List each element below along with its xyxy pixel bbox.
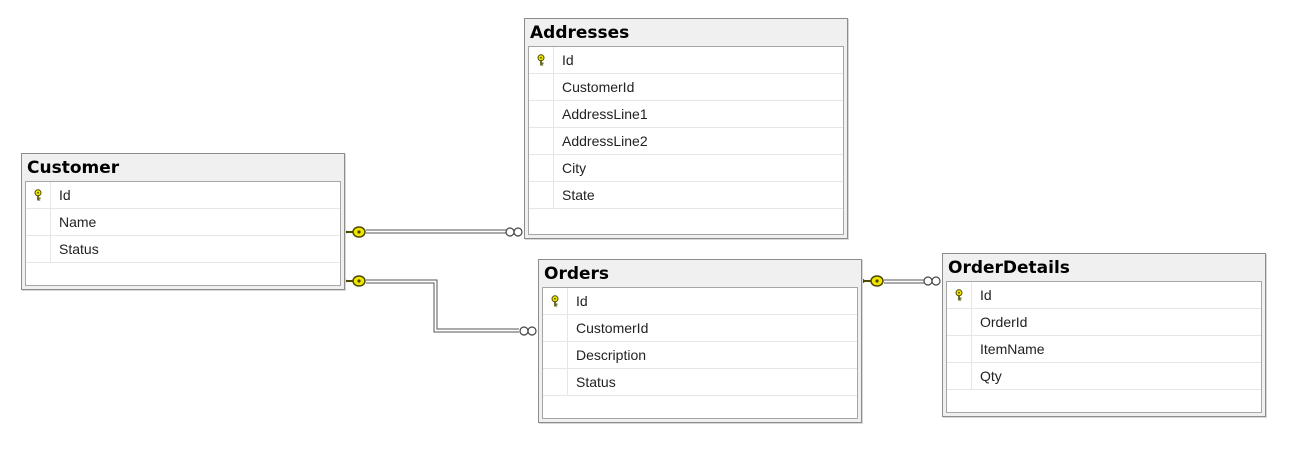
table-title: OrderDetails [948, 258, 1070, 278]
relationship-customer-addresses[interactable] [344, 226, 523, 238]
column-name: Id [980, 287, 992, 303]
infinity-icon [923, 276, 941, 286]
table-orderdetails[interactable]: OrderDetails Id OrderId ItemName [942, 253, 1266, 417]
column-name: City [562, 160, 587, 176]
primary-key-icon [551, 295, 559, 307]
column-row[interactable]: Status [543, 369, 857, 396]
primary-key-icon [955, 289, 963, 301]
column-row[interactable]: CustomerId [529, 74, 843, 101]
column-name: Id [562, 52, 574, 68]
column-row-id[interactable]: Id [529, 47, 843, 74]
column-row[interactable]: Name [26, 209, 340, 236]
column-name: Status [59, 241, 99, 257]
column-name: AddressLine1 [562, 106, 648, 122]
column-grid: Id CustomerId AddressLine1 AddressLine2 … [528, 46, 844, 235]
column-row[interactable]: City [529, 155, 843, 182]
column-name: ItemName [980, 341, 1045, 357]
key-icon [862, 275, 884, 287]
relationship-orders-orderdetails[interactable] [862, 275, 941, 287]
column-row[interactable]: CustomerId [543, 315, 857, 342]
column-row[interactable]: Qty [947, 363, 1261, 390]
column-name: Qty [980, 368, 1002, 384]
table-addresses[interactable]: Addresses Id CustomerId AddressLine1 [524, 18, 848, 239]
column-grid: Id CustomerId Description Status [542, 287, 858, 419]
column-row[interactable]: Description [543, 342, 857, 369]
key-icon [344, 275, 366, 287]
table-title: Orders [544, 264, 610, 284]
infinity-icon [505, 227, 523, 237]
column-row-id[interactable]: Id [26, 182, 340, 209]
infinity-icon [519, 326, 537, 336]
primary-key-icon [537, 54, 545, 66]
column-grid: Id Name Status [25, 181, 341, 286]
column-name: OrderId [980, 314, 1028, 330]
column-name: Id [576, 293, 588, 309]
column-name: AddressLine2 [562, 133, 648, 149]
column-name: Name [59, 214, 97, 230]
table-customer[interactable]: Customer Id Name Status [21, 153, 345, 290]
column-name: Status [576, 374, 616, 390]
relationship-customer-orders[interactable] [344, 275, 537, 336]
column-row-id[interactable]: Id [543, 288, 857, 315]
column-row[interactable]: Status [26, 236, 340, 263]
table-title: Customer [27, 158, 120, 178]
table-title: Addresses [530, 23, 630, 43]
key-icon [344, 226, 366, 238]
column-row-id[interactable]: Id [947, 282, 1261, 309]
column-name: CustomerId [562, 79, 635, 95]
column-row[interactable]: OrderId [947, 309, 1261, 336]
column-row[interactable]: State [529, 182, 843, 209]
column-row[interactable]: AddressLine2 [529, 128, 843, 155]
table-orders[interactable]: Orders Id CustomerId Description [538, 259, 862, 423]
column-row[interactable]: AddressLine1 [529, 101, 843, 128]
column-grid: Id OrderId ItemName Qty [946, 281, 1262, 413]
column-name: CustomerId [576, 320, 649, 336]
column-name: Id [59, 187, 71, 203]
column-name: State [562, 187, 595, 203]
primary-key-icon [34, 189, 42, 201]
column-row[interactable]: ItemName [947, 336, 1261, 363]
column-name: Description [576, 347, 647, 363]
